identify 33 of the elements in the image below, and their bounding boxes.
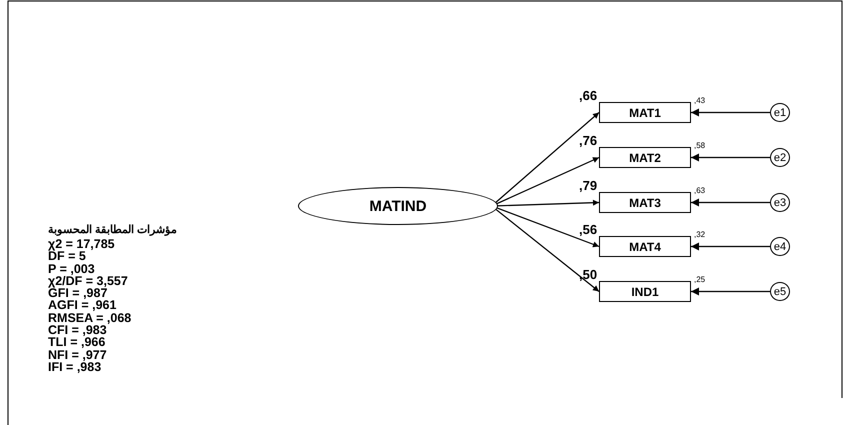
fit-index: NFI = ,977 xyxy=(48,348,107,361)
fit-index: CFI = ,983 xyxy=(48,324,107,336)
observed-variable-box: MAT1 xyxy=(599,102,691,123)
fit-index: AGFI = ,961 xyxy=(48,299,116,312)
error-term-circle: e2 xyxy=(770,148,790,167)
r-squared-value: ,63 xyxy=(694,186,706,195)
error-term-circle: e3 xyxy=(770,193,790,212)
fit-index: TLI = ,966 xyxy=(48,336,106,349)
fit-index: DF = 5 xyxy=(48,250,86,263)
fit-index: IFI = ,983 xyxy=(48,360,102,374)
r-squared-value: ,43 xyxy=(694,96,706,105)
error-term-circle: e4 xyxy=(770,237,790,256)
edge-label: ,76 xyxy=(579,132,598,148)
fit-index: RMSEA = ,068 xyxy=(48,312,132,324)
observed-variable-box: MAT4 xyxy=(599,236,691,257)
fit-index: GFI = ,987 xyxy=(48,287,108,300)
r-squared-value: ,58 xyxy=(694,141,706,150)
fit-index: χ2/DF = 3,557 xyxy=(48,274,128,288)
fit-indices-heading: مؤشرات المطابقة المحسوبة xyxy=(48,223,178,238)
edge-label: ,56 xyxy=(579,222,598,236)
error-term-circle: e5 xyxy=(770,282,790,301)
error-term-circle: e1 xyxy=(770,103,790,122)
edge-label: ,50 xyxy=(579,266,598,282)
r-squared-value: ,32 xyxy=(694,230,706,239)
fit-index: χ2 = 17,785 xyxy=(48,238,115,250)
edge-label: ,66 xyxy=(579,88,598,102)
observed-variable-box: MAT2 xyxy=(599,147,691,168)
observed-variable-box: MAT3 xyxy=(599,192,691,213)
edge-label: ,79 xyxy=(579,178,598,192)
observed-variable-box: IND1 xyxy=(599,281,691,302)
fit-index: P = ,003 xyxy=(48,262,95,275)
latent-variable-ellipse: MATIND xyxy=(298,187,498,225)
r-squared-value: ,25 xyxy=(694,275,706,284)
